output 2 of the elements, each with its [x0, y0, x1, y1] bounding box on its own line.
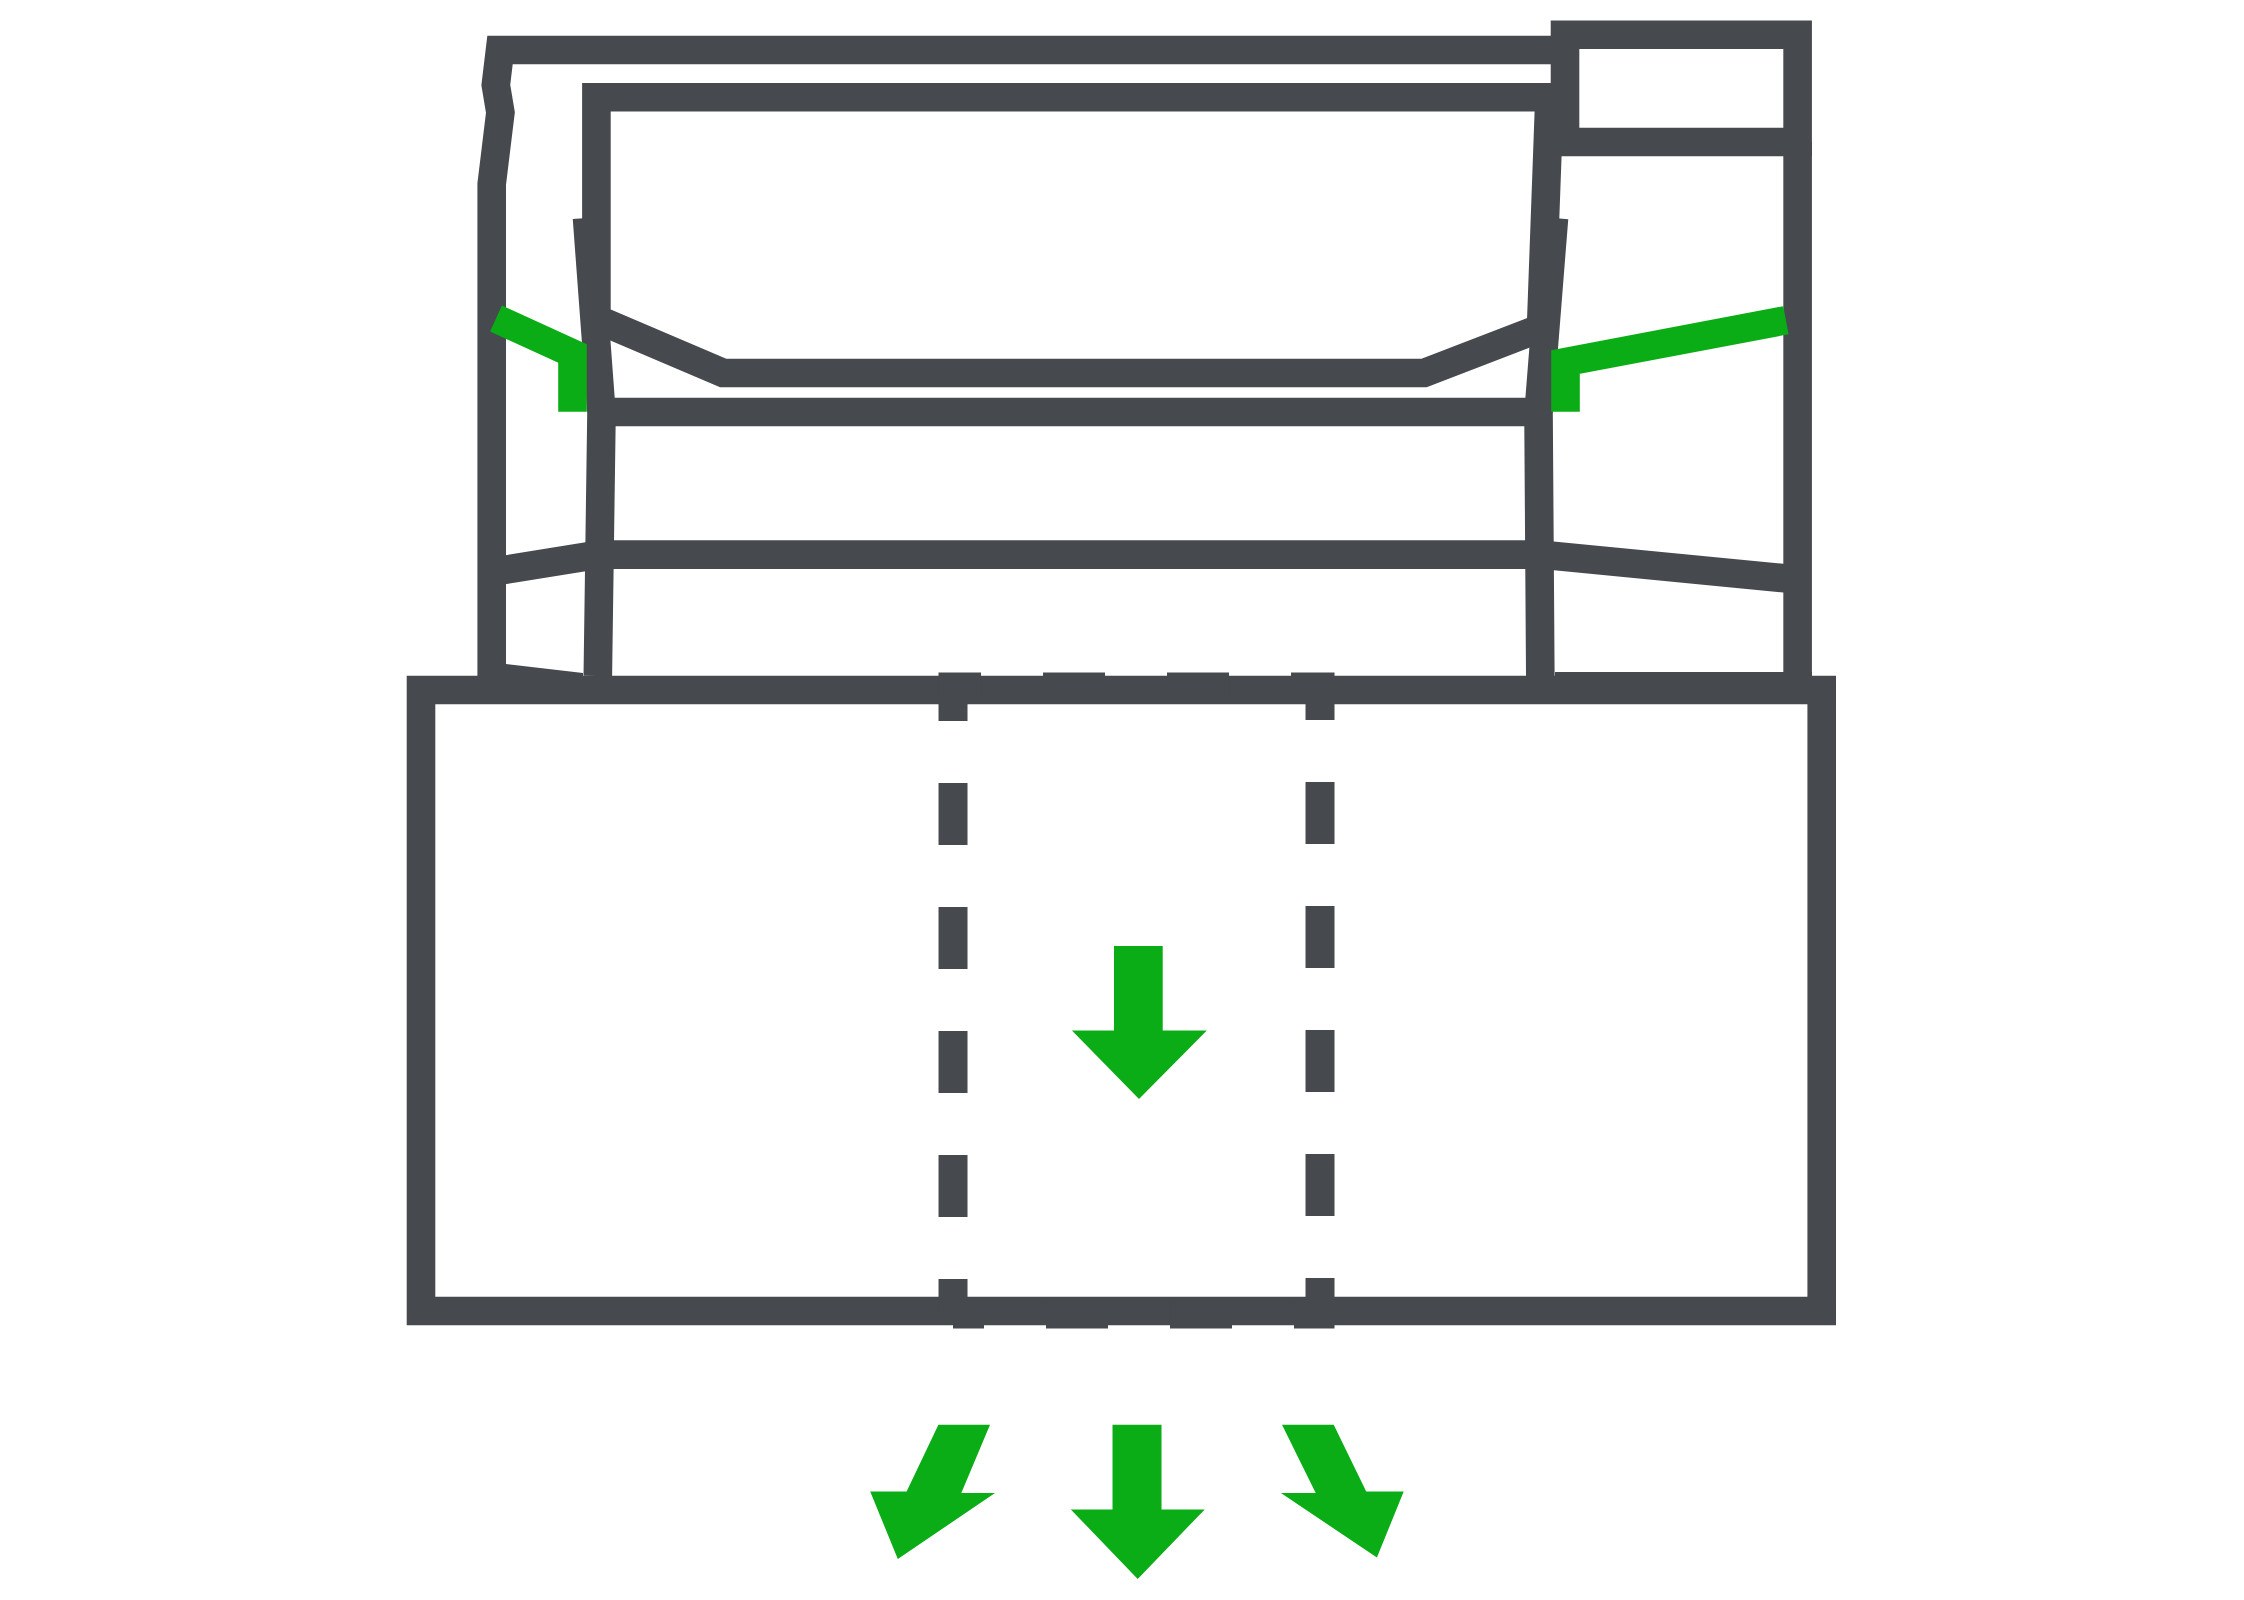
- base-box: [406, 675, 1836, 1326]
- dashed-outline: [938, 672, 1335, 1329]
